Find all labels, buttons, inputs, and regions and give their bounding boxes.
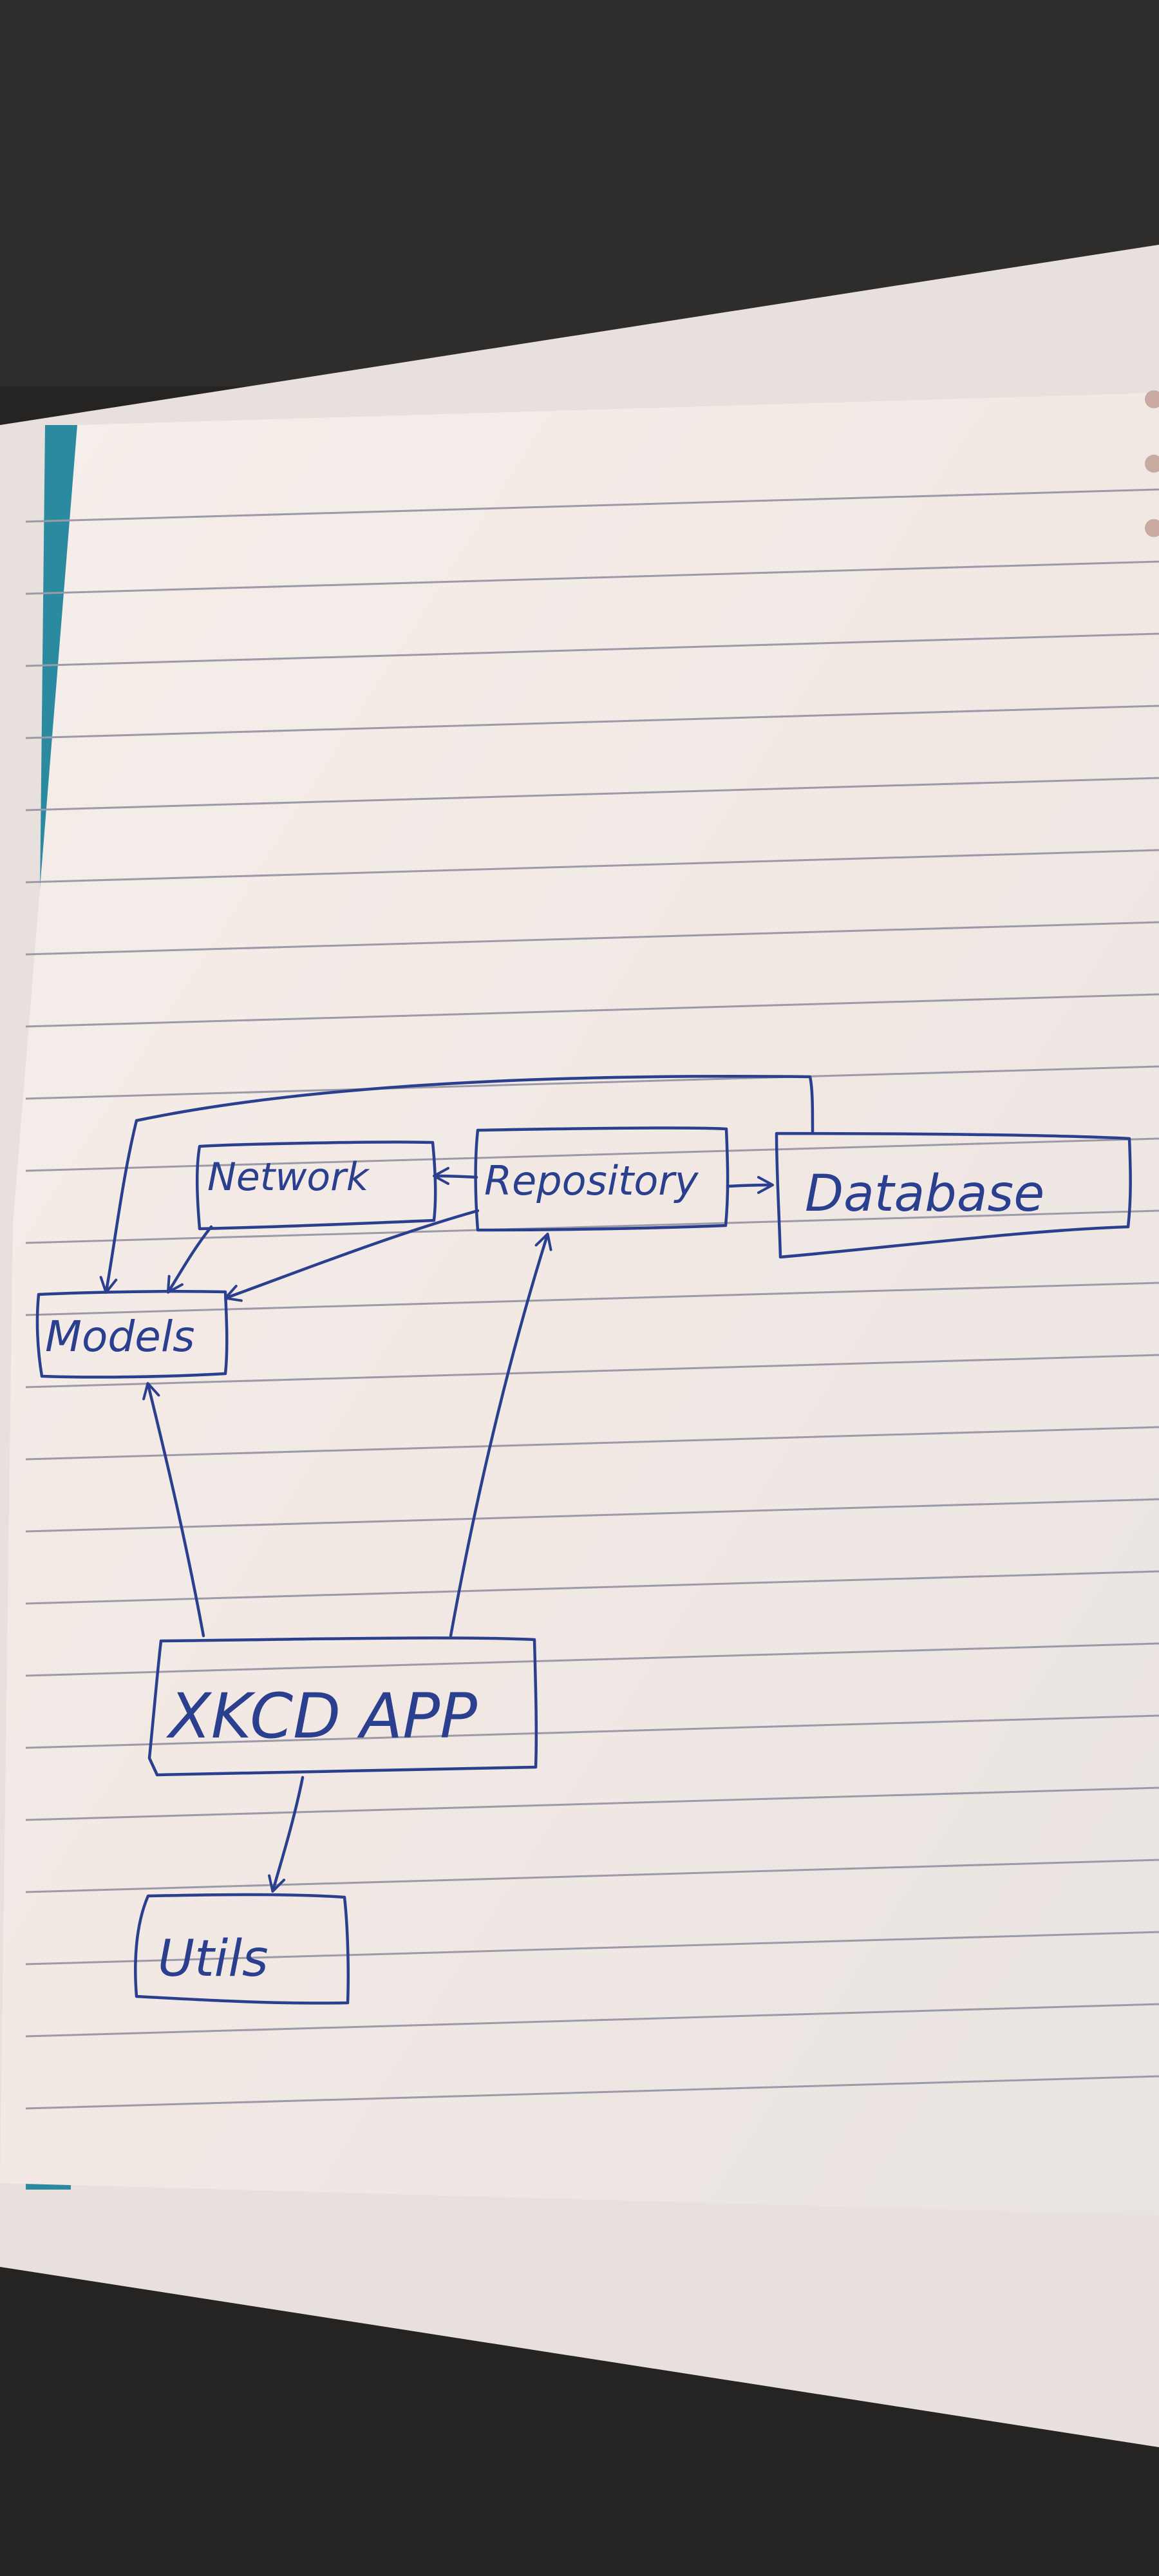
notebook-page — [0, 393, 1159, 2215]
models-box — [35, 1289, 229, 1379]
ruled-line — [25, 1137, 1159, 1172]
ruled-line — [25, 849, 1159, 884]
xkcd-app-box — [147, 1636, 538, 1777]
ruled-line — [25, 1859, 1159, 1893]
database-box — [775, 1132, 1132, 1259]
ruled-line — [25, 1570, 1159, 1605]
architecture-diagram — [35, 1075, 1132, 2005]
ruled-line — [25, 1498, 1159, 1533]
edge-xkcd-app-to-repository — [449, 1233, 552, 1638]
ruled-line — [25, 993, 1159, 1028]
ruled-line — [25, 705, 1159, 739]
ruled-line — [25, 777, 1159, 811]
edge-repository-to-network — [433, 1167, 478, 1186]
ruled-line — [25, 2003, 1159, 2038]
ruled-line — [25, 2075, 1159, 2110]
edge-xkcd-app-to-models — [142, 1382, 205, 1638]
ruled-line — [25, 488, 1159, 523]
edge-repository-to-database — [726, 1176, 774, 1195]
ruled-line — [25, 1354, 1159, 1388]
ruled-line — [25, 1714, 1159, 1749]
utils-box — [134, 1893, 350, 2005]
repository-box — [474, 1126, 730, 1232]
ruled-line — [25, 560, 1159, 595]
network-box — [195, 1141, 437, 1231]
ruled-line — [25, 1786, 1159, 1821]
node-label-repository: Repository — [484, 1157, 699, 1204]
ruled-line — [25, 1426, 1159, 1461]
node-label-utils: Utils — [158, 1930, 269, 1988]
ruled-line — [25, 1065, 1159, 1100]
ruled-line — [25, 1282, 1159, 1316]
ruled-line — [25, 1642, 1159, 1677]
ruled-line — [25, 632, 1159, 667]
spiral-rings — [1145, 390, 1159, 537]
ruled-line — [25, 1931, 1159, 1965]
edge-database-to-models — [99, 1075, 815, 1294]
ruled-lines — [25, 488, 1159, 2110]
edge-xkcd-app-to-utils — [268, 1776, 305, 1893]
node-label-models: Models — [45, 1312, 195, 1361]
edge-network-to-models — [166, 1225, 213, 1294]
node-label-network: Network — [207, 1155, 370, 1200]
edge-repository-to-models — [224, 1209, 480, 1302]
node-label-xkcd-app: XKCD APP — [165, 1680, 477, 1752]
ruled-line — [25, 921, 1159, 956]
ruled-line — [25, 1209, 1159, 1244]
node-label-database: Database — [805, 1165, 1044, 1223]
